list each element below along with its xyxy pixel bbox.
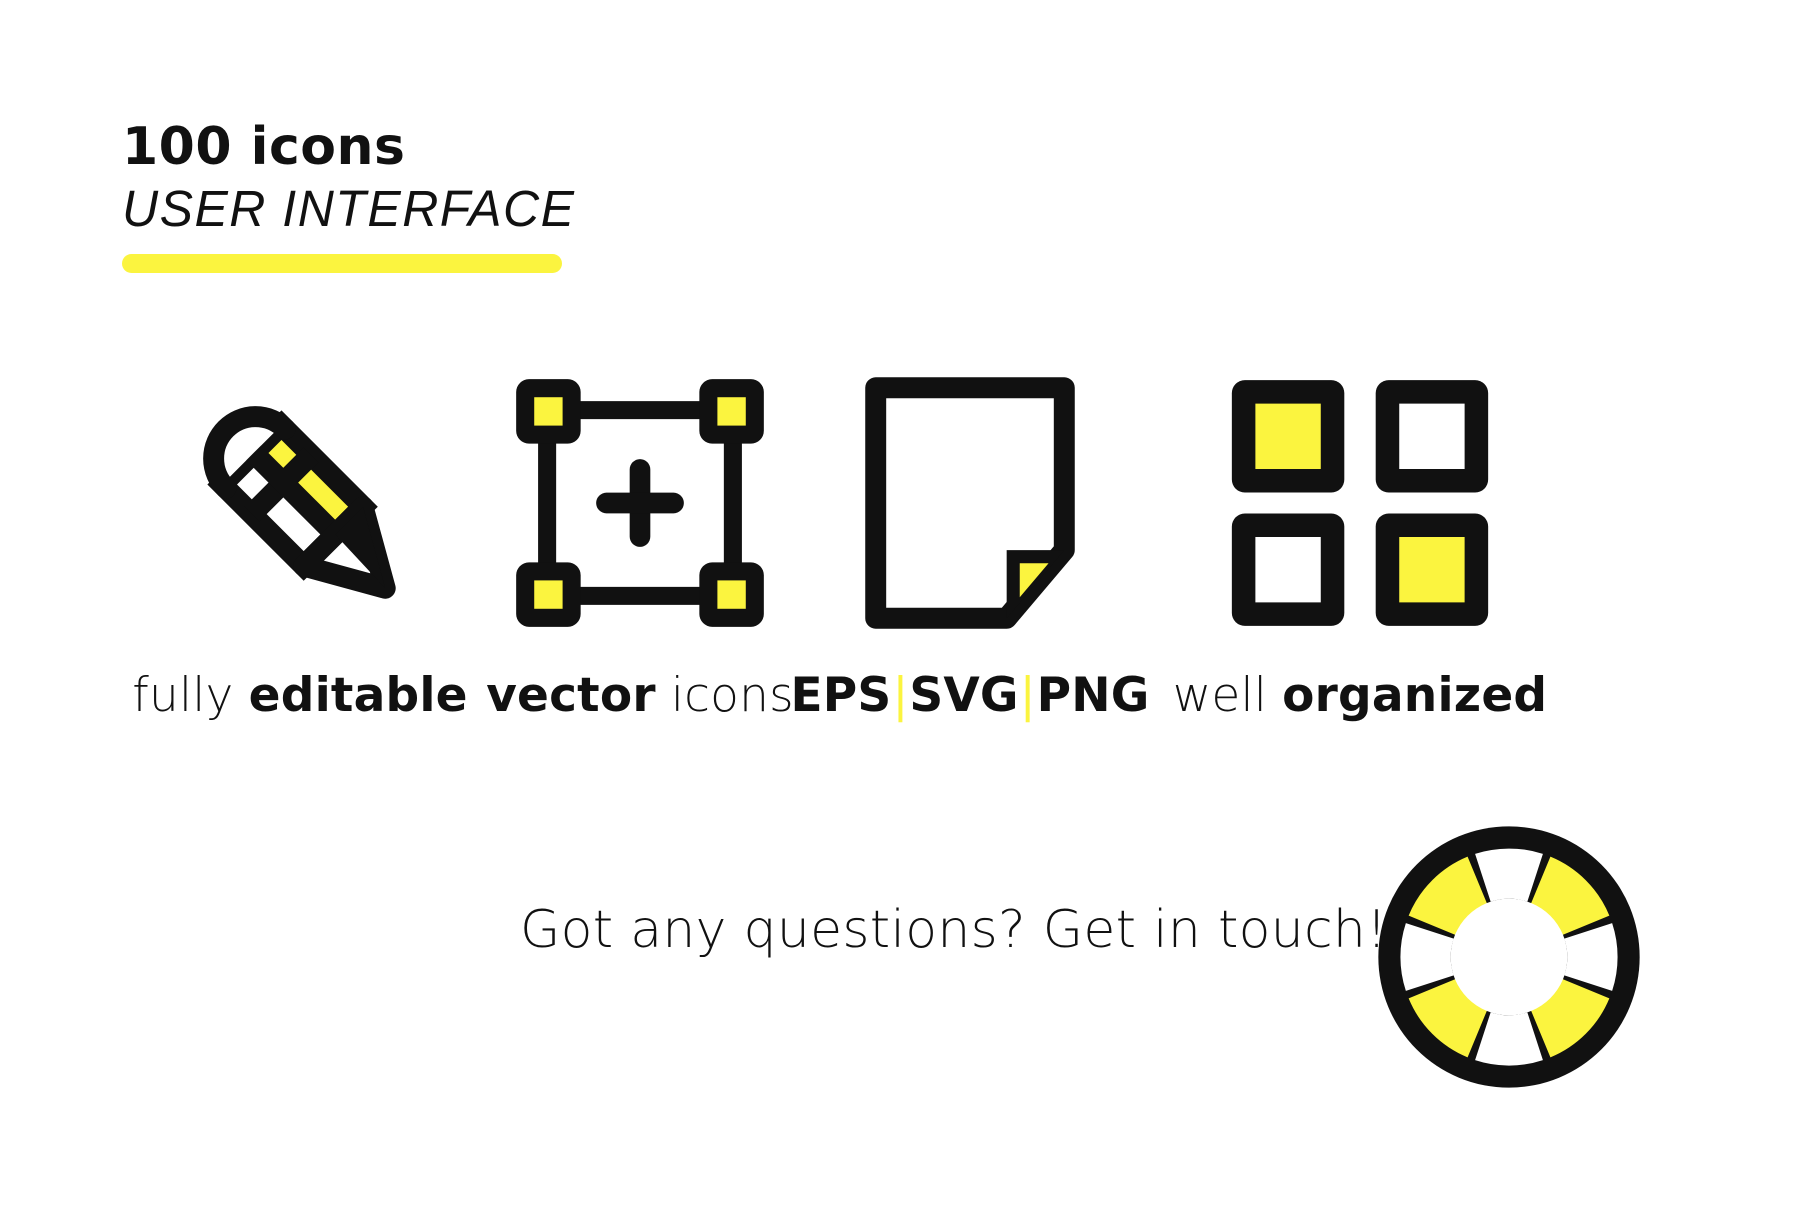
feature-file-formats: EPS|SVG|PNG <box>790 368 1150 719</box>
header-block: 100 icons USER INTERFACE <box>122 120 682 273</box>
format-png: PNG <box>1036 668 1150 723</box>
grid-layout-icon <box>1224 368 1496 638</box>
feature-label: vector icons <box>486 672 794 719</box>
format-separator: | <box>1019 668 1036 723</box>
feature-label-bold: editable <box>248 668 468 723</box>
feature-label-light: icons <box>655 668 794 723</box>
feature-label-formats: EPS|SVG|PNG <box>790 672 1149 719</box>
feature-label-light: well <box>1172 668 1283 723</box>
feature-label-bold: vector <box>486 668 656 723</box>
contact-message: Got any questions? Get in touch! <box>520 900 1388 960</box>
feature-label: well organized <box>1173 672 1548 719</box>
document-file-icon <box>860 368 1080 638</box>
feature-label: fully editable <box>132 672 467 719</box>
format-eps: EPS <box>790 668 892 723</box>
feature-label-bold: organized <box>1282 668 1548 723</box>
format-separator: | <box>892 668 909 723</box>
feature-fully-editable: fully editable <box>110 368 490 719</box>
page-title: 100 icons <box>122 117 406 177</box>
pencil-icon <box>169 368 431 638</box>
lifebuoy-icon <box>1370 818 1648 1096</box>
page-subtitle: USER INTERFACE <box>122 179 576 237</box>
vector-selection-icon <box>511 368 769 638</box>
feature-row: fully editable <box>110 368 1790 719</box>
feature-vector-icons: vector icons <box>486 368 794 719</box>
feature-label-light: fully <box>132 668 249 723</box>
format-svg: SVG <box>909 668 1019 723</box>
feature-well-organized: well organized <box>1150 368 1570 719</box>
title-underline-bar <box>122 253 562 273</box>
contact-block: Got any questions? Get in touch! <box>520 900 1440 960</box>
